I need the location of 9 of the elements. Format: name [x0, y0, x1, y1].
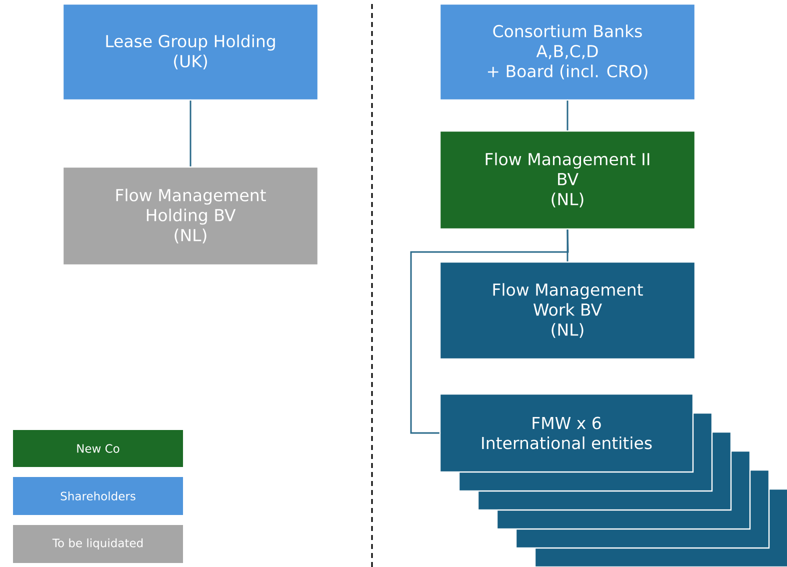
entity-box: Consortium Banks A,B,C,D + Board (incl. CRO) — [439, 3, 696, 101]
connector-line — [410, 230, 569, 434]
entity-box: FMW x 6 International entities — [439, 393, 694, 473]
entity-box: Flow Management Holding BV (NL) — [62, 166, 319, 266]
connector-line — [566, 100, 568, 130]
entity-box: Flow Management II BV (NL) — [439, 130, 696, 230]
entity-box: Lease Group Holding (UK) — [62, 3, 319, 101]
connector-line — [190, 100, 192, 166]
entity-box: Flow Management Work BV (NL) — [439, 261, 696, 360]
